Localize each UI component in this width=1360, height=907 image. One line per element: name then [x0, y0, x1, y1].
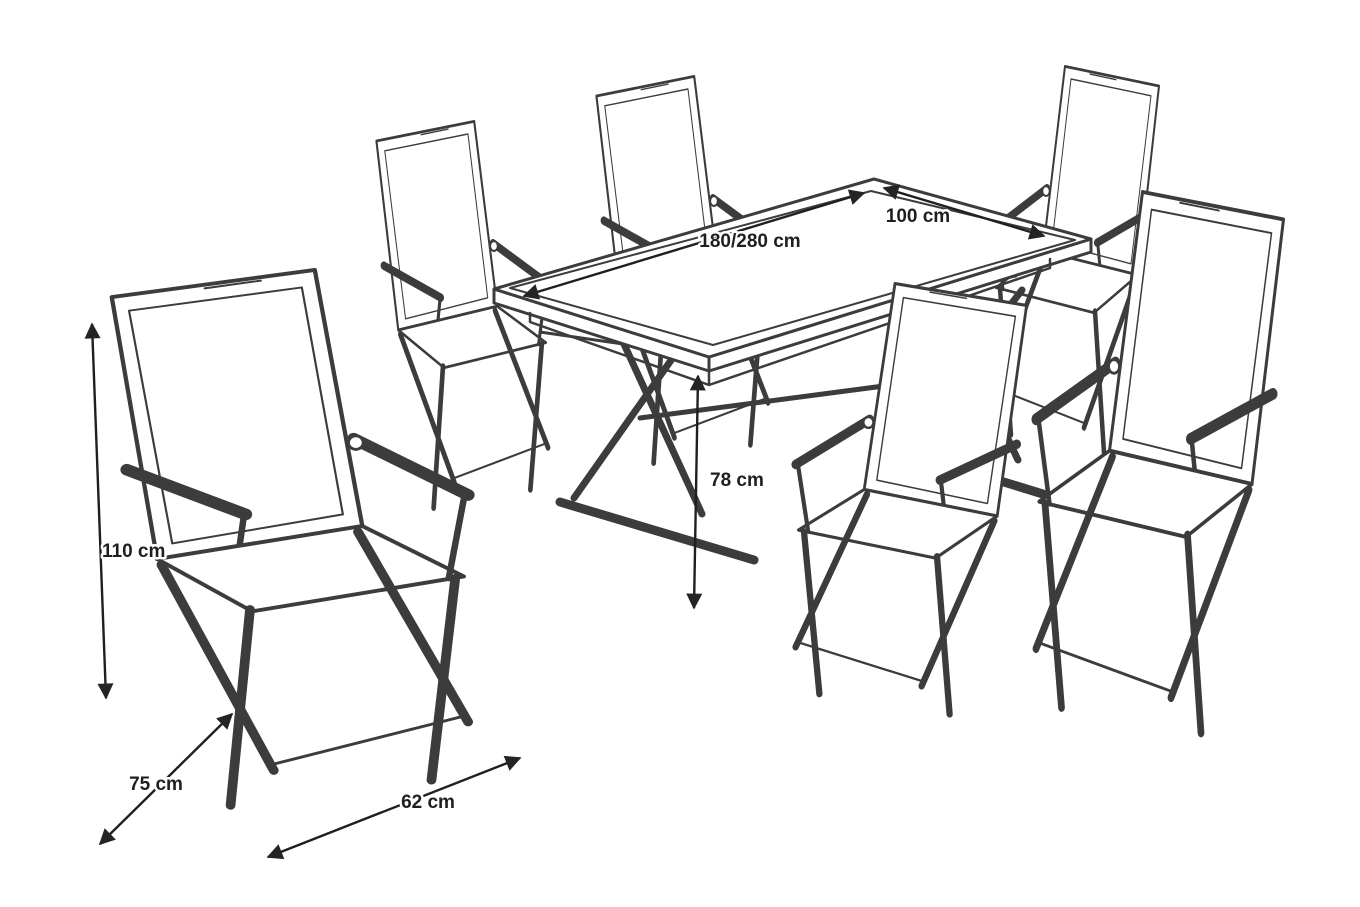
- dim-chair-height-label: 110 cm: [102, 541, 165, 562]
- dim-table-depth: 100 cm: [882, 184, 1046, 240]
- dim-chair-depth-arrow: [98, 712, 234, 846]
- dim-chair-width: 62 cm: [266, 755, 522, 860]
- dim-chair-depth: 75 cm: [98, 712, 234, 846]
- chair-back-left: [376, 121, 548, 507]
- dim-table-length-label: 180/280 cm: [699, 231, 800, 252]
- chair-front-left: [112, 270, 468, 805]
- dim-chair-height-arrow: [84, 322, 114, 700]
- dimension-annotations: 180/280 cm 100 cm 78 cm 110 cm 75 cm 62 …: [84, 184, 1046, 860]
- dim-table-length: 180/280 cm: [522, 189, 866, 300]
- dim-table-length-arrow: [522, 189, 866, 300]
- dim-chair-height: 110 cm: [84, 322, 168, 700]
- table-apron: [528, 257, 1052, 387]
- dim-table-height: 78 cm: [686, 374, 766, 610]
- dim-table-height-label: 78 cm: [710, 470, 764, 491]
- table-foot-runner-left: [555, 497, 759, 565]
- dim-chair-depth-label: 75 cm: [129, 774, 183, 795]
- dim-table-depth-arrow: [882, 184, 1046, 240]
- dim-chair-width-arrow: [266, 755, 522, 860]
- dim-table-height-arrow: [686, 374, 706, 610]
- dim-table-depth-label: 100 cm: [886, 206, 950, 227]
- chair-front-middle: [796, 284, 1027, 715]
- dim-chair-width-label: 62 cm: [401, 792, 455, 813]
